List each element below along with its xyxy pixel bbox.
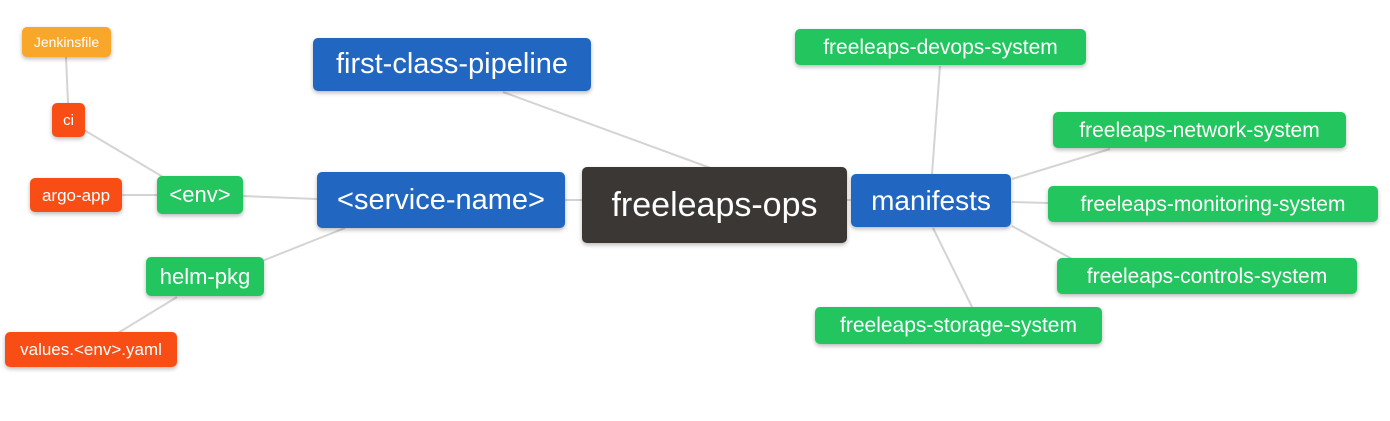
edge-env-to-service-name (242, 195, 318, 200)
edge-helm-pkg-to-service-name (261, 227, 346, 262)
edge-manifests-to-freeleaps-monitoring-system (1011, 201, 1049, 204)
node-helm-pkg[interactable]: helm-pkg (146, 257, 264, 296)
node-argo-app[interactable]: argo-app (30, 178, 122, 212)
edge-values-env-yaml-to-helm-pkg (117, 296, 178, 334)
node-ci[interactable]: ci (52, 103, 85, 137)
edge-ci-to-env (83, 129, 164, 178)
edge-manifests-to-freeleaps-storage-system (932, 227, 973, 308)
node-jenkinsfile[interactable]: Jenkinsfile (22, 27, 111, 57)
node-freeleaps-ops[interactable]: freeleaps-ops (582, 167, 847, 243)
node-manifests[interactable]: manifests (851, 174, 1011, 227)
node-freeleaps-controls-system[interactable]: freeleaps-controls-system (1057, 258, 1357, 294)
edge-jenkinsfile-to-ci (65, 56, 69, 104)
node-freeleaps-storage-system[interactable]: freeleaps-storage-system (815, 307, 1102, 344)
node-env[interactable]: <env> (157, 176, 243, 214)
edge-first-class-pipeline-to-freeleaps-ops (502, 91, 717, 171)
edge-manifests-to-freeleaps-devops-system (931, 65, 941, 175)
node-first-class-pipeline[interactable]: first-class-pipeline (313, 38, 591, 91)
node-freeleaps-devops-system[interactable]: freeleaps-devops-system (795, 29, 1086, 65)
node-freeleaps-network-system[interactable]: freeleaps-network-system (1053, 112, 1346, 148)
node-service-name[interactable]: <service-name> (317, 172, 565, 228)
edge-manifests-to-freeleaps-network-system (1011, 148, 1111, 180)
node-freeleaps-monitoring-system[interactable]: freeleaps-monitoring-system (1048, 186, 1378, 222)
edge-manifests-to-freeleaps-controls-system (1011, 225, 1073, 260)
node-values-env-yaml[interactable]: values.<env>.yaml (5, 332, 177, 367)
